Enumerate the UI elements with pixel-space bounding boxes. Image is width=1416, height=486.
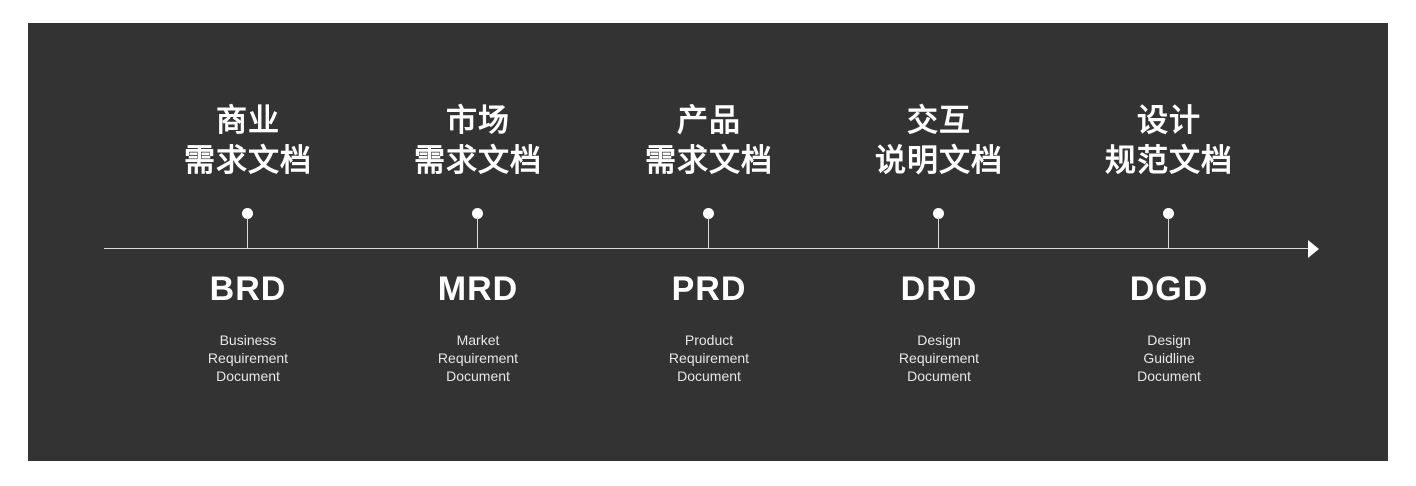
stage-full-name: Product Requirement Document bbox=[668, 332, 750, 384]
stage-full-name: Design Guidline Document bbox=[1137, 332, 1201, 384]
stage-acronym: PRD bbox=[671, 270, 747, 308]
stage-full-name: Design Requirement Document bbox=[898, 332, 980, 384]
diagram-panel: 商业 需求文档 BRD Business Requirement Documen… bbox=[28, 23, 1388, 461]
stage-title: 交互 说明文档 bbox=[875, 103, 1003, 179]
stage-acronym: MRD bbox=[437, 270, 519, 308]
stage-dgd: 设计 规范文档 DGD Design Guidline Document bbox=[1069, 23, 1269, 461]
marker-dot bbox=[472, 208, 483, 219]
stage-acronym: DGD bbox=[1129, 270, 1209, 308]
marker-stem bbox=[477, 217, 478, 248]
stage-acronym: BRD bbox=[209, 270, 287, 308]
stage-full-name: Business Requirement Document bbox=[207, 332, 289, 384]
stage-title: 产品 需求文档 bbox=[645, 103, 773, 179]
stage-acronym: DRD bbox=[900, 270, 978, 308]
marker-dot bbox=[933, 208, 944, 219]
marker-stem bbox=[247, 217, 248, 248]
marker-stem bbox=[708, 217, 709, 248]
stage-title: 市场 需求文档 bbox=[414, 103, 542, 179]
stage-title: 设计 规范文档 bbox=[1105, 103, 1233, 179]
stage-drd: 交互 说明文档 DRD Design Requirement Document bbox=[839, 23, 1039, 461]
stage-full-name: Market Requirement Document bbox=[437, 332, 519, 384]
marker-stem bbox=[938, 217, 939, 248]
stage-prd: 产品 需求文档 PRD Product Requirement Document bbox=[609, 23, 809, 461]
timeline-axis bbox=[104, 248, 1314, 249]
marker-dot bbox=[703, 208, 714, 219]
stage-mrd: 市场 需求文档 MRD Market Requirement Document bbox=[378, 23, 578, 461]
marker-stem bbox=[1168, 217, 1169, 248]
marker-dot bbox=[242, 208, 253, 219]
stage-title: 商业 需求文档 bbox=[184, 103, 312, 179]
stage-brd: 商业 需求文档 BRD Business Requirement Documen… bbox=[148, 23, 348, 461]
marker-dot bbox=[1163, 208, 1174, 219]
arrow-right-icon bbox=[1308, 240, 1319, 258]
